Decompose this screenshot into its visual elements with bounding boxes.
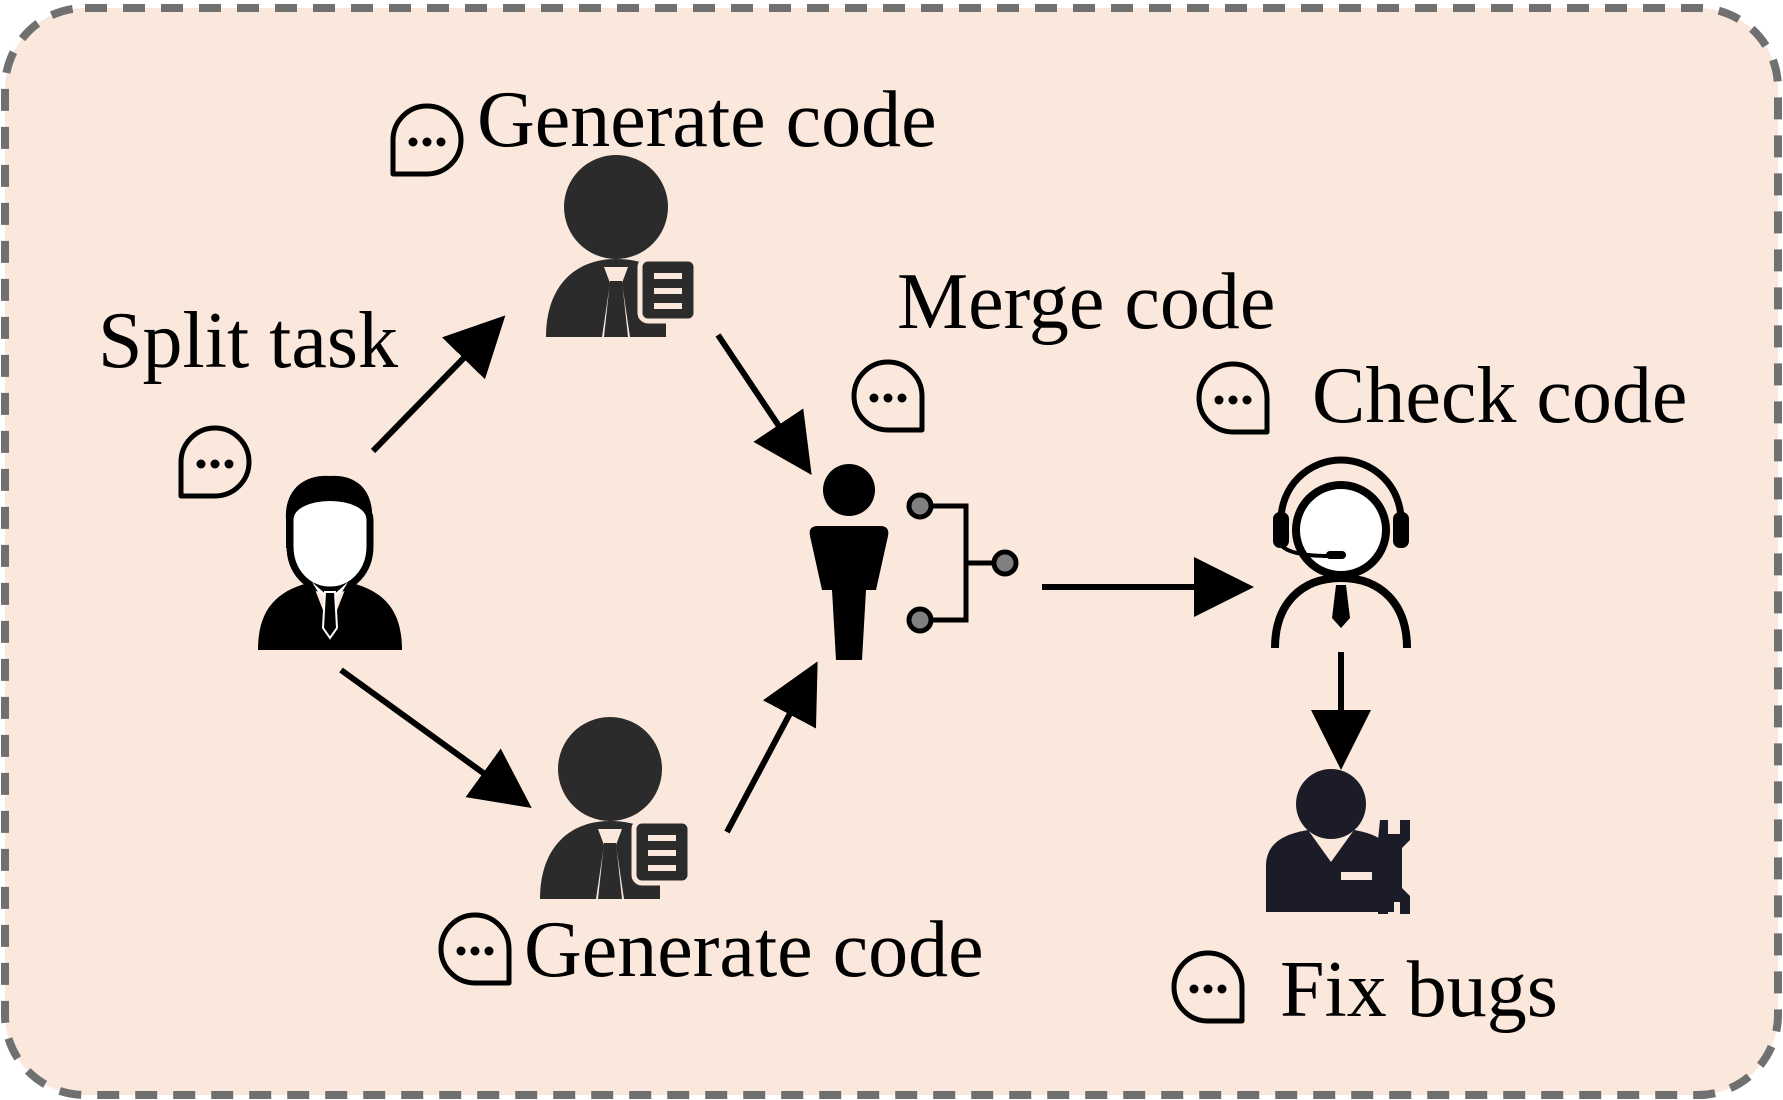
support-agent-headset-icon <box>1271 456 1411 649</box>
label-generate-code-bottom: Generate code <box>524 906 984 994</box>
label-fix-bugs: Fix bugs <box>1280 946 1558 1034</box>
label-split-task: Split task <box>98 297 399 385</box>
label-generate-code-top: Generate code <box>477 76 937 164</box>
manager-icon <box>258 475 402 650</box>
arrow-generate-bottom-to-merge <box>724 661 818 834</box>
repair-worker-wrench-icon <box>1266 769 1410 914</box>
label-merge-code: Merge code <box>897 258 1276 346</box>
arrow-split-to-generate-bottom <box>339 667 532 809</box>
arrow-generate-top-to-merge <box>715 333 812 475</box>
label-check-code: Check code <box>1312 352 1688 440</box>
person-with-branch-icon <box>809 464 1019 660</box>
arrow-split-to-generate-top <box>370 315 506 454</box>
